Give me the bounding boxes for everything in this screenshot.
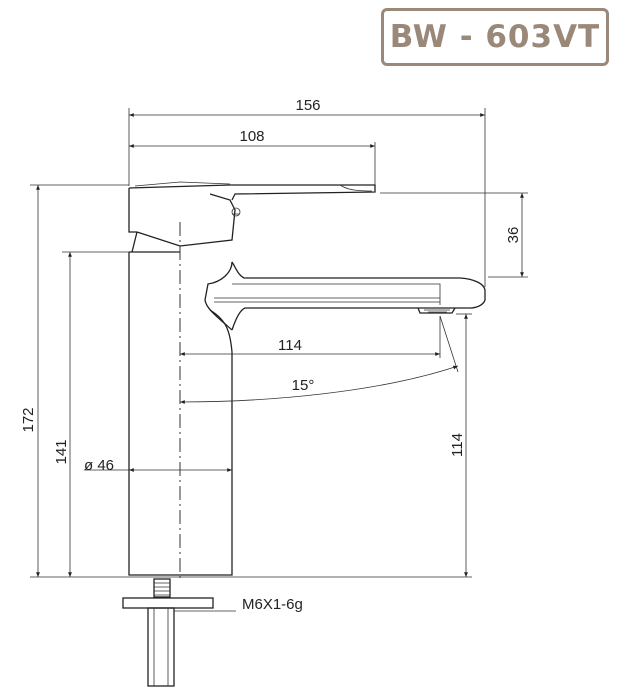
body-height-label: 141 xyxy=(53,439,70,464)
dim-spout-reach: 114 xyxy=(180,316,441,358)
dim-body-diameter: ø 46 xyxy=(84,457,232,474)
dim-handle-height: 36 xyxy=(380,192,528,278)
body-diameter-label: ø 46 xyxy=(84,457,114,474)
dim-total-height: 172 xyxy=(20,184,129,578)
model-code: BW - 603VT xyxy=(389,19,601,55)
model-badge: BW - 603VT xyxy=(381,8,609,66)
handle-height-label: 36 xyxy=(505,227,522,244)
swivel-angle-label: 15° xyxy=(292,377,315,394)
mounting-stud xyxy=(122,578,214,687)
handle-length-label: 108 xyxy=(239,128,264,145)
lever-handle xyxy=(128,181,376,247)
dim-handle-length: 108 xyxy=(129,128,376,185)
dim-body-height: 141 xyxy=(53,251,129,577)
thread-callout: M6X1-6g xyxy=(174,596,303,613)
spout-height-label: 114 xyxy=(449,433,466,457)
dim-spout-height: 114 xyxy=(232,313,472,578)
thread-label: M6X1-6g xyxy=(242,596,303,613)
dim-overall-length: 156 xyxy=(128,97,486,287)
spout-reach-label: 114 xyxy=(278,337,302,354)
dim-swivel-angle: 15° xyxy=(179,315,459,404)
overall-length-label: 156 xyxy=(295,97,320,114)
spout xyxy=(204,261,486,331)
total-height-label: 172 xyxy=(20,407,37,432)
